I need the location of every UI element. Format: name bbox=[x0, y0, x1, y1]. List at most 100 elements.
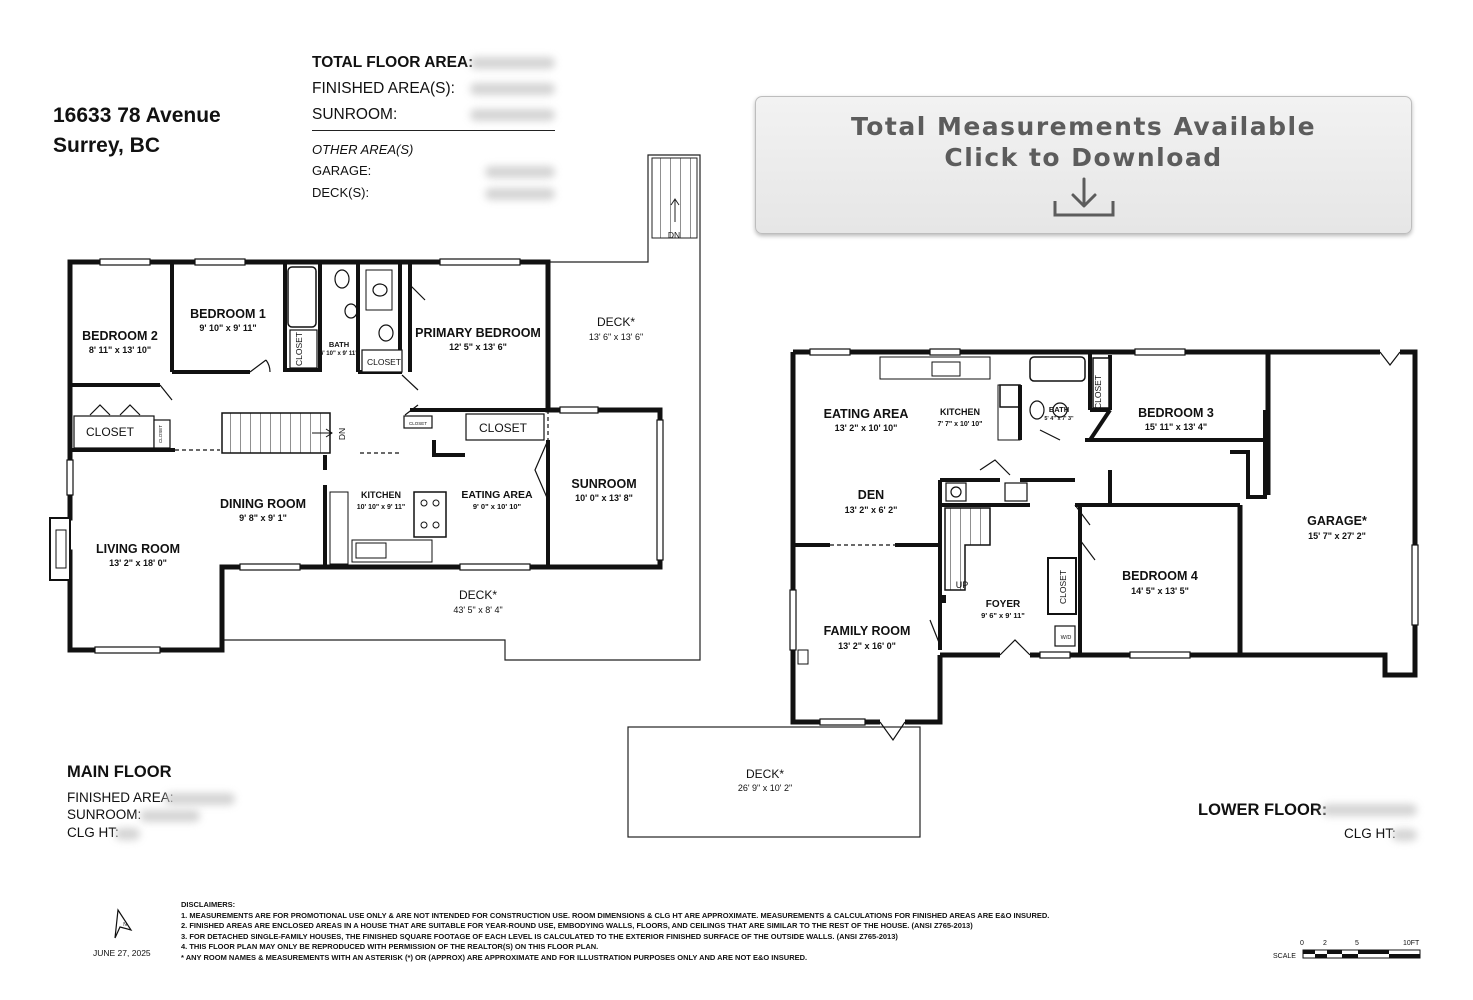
lower-deck-name: DECK* bbox=[459, 588, 497, 602]
disclaimer-line: 4. THIS FLOOR PLAN MAY ONLY BE REPRODUCE… bbox=[181, 942, 599, 951]
address-line1: 16633 78 Avenue bbox=[53, 104, 221, 127]
main-kitchen-name: KITCHEN bbox=[361, 490, 401, 500]
deck-area-label: DECK(S): bbox=[312, 185, 370, 200]
main-finished-label: FINISHED AREA: bbox=[67, 790, 174, 805]
disclaimer-line: 1. MEASUREMENTS ARE FOR PROMOTIONAL USE … bbox=[181, 910, 1050, 920]
bed4-closet-label: CLOSET bbox=[1058, 570, 1068, 604]
primary-bedroom-name: PRIMARY BEDROOM bbox=[415, 326, 541, 340]
main-floor-title: MAIN FLOOR bbox=[67, 763, 172, 781]
den-dim: 13' 2" x 6' 2" bbox=[845, 505, 898, 515]
main-clg-value-redacted bbox=[115, 828, 140, 840]
property-address: 16633 78 Avenue Surrey, BC bbox=[53, 101, 221, 161]
deck-area-value-redacted bbox=[485, 188, 555, 200]
lower-floor-title: LOWER FLOOR: bbox=[1198, 801, 1328, 819]
download-measurements-button[interactable]: Total Measurements Available Click to Do… bbox=[755, 96, 1412, 234]
north-arrow-icon: N bbox=[114, 908, 133, 939]
download-icon bbox=[1053, 177, 1114, 217]
north-label: N bbox=[123, 922, 127, 928]
lower-floor-value-redacted bbox=[1322, 804, 1417, 816]
lower-stairs-up-label: UP bbox=[956, 580, 969, 590]
main-bath-dim: 6' 10" x 9' 11" bbox=[320, 351, 358, 357]
bedroom3-dim: 15' 11" x 13' 4" bbox=[1145, 422, 1207, 432]
disclaimer-line: 3. FOR DETACHED SINGLE-FAMILY HOUSES, TH… bbox=[181, 931, 898, 941]
lower-deck-dim: 43' 5" x 8' 4" bbox=[453, 605, 502, 615]
deck-stairs-dn-label: DN bbox=[668, 230, 680, 240]
garage-name: GARAGE* bbox=[1307, 514, 1367, 528]
sunroom-dim: 10' 0" x 13' 8" bbox=[575, 493, 633, 503]
main-finished-value-redacted bbox=[165, 793, 235, 805]
scale-label: SCALE bbox=[1273, 953, 1296, 960]
main-eating-dim: 9' 0" x 10' 10" bbox=[473, 502, 522, 511]
disclaimer-title: DISCLAIMERS: bbox=[181, 900, 236, 909]
lower-bath-dim: 5' 4" x 7' 3" bbox=[1044, 416, 1074, 422]
main-clg-label: CLG HT: bbox=[67, 825, 119, 840]
scale-tick: 2 bbox=[1323, 940, 1327, 947]
banner-line1: Total Measurements Available bbox=[850, 112, 1317, 141]
scale-tick: 0 bbox=[1300, 940, 1304, 947]
main-eating-name: EATING AREA bbox=[461, 489, 533, 501]
garage-dim: 15' 7" x 27' 2" bbox=[1308, 531, 1366, 541]
family-room-dim: 13' 2" x 16' 0" bbox=[838, 641, 896, 651]
hall-closet-label: CLOSET bbox=[479, 421, 528, 435]
finished-area-value-redacted bbox=[470, 83, 555, 95]
disclaimer-line: 2. FINISHED AREAS ARE ENCLOSED AREAS IN … bbox=[181, 921, 973, 930]
lower-deck-dim: 26' 9" x 10' 2" bbox=[738, 783, 792, 793]
bedroom1-name: BEDROOM 1 bbox=[190, 307, 266, 321]
bed1-closet-label: CLOSET bbox=[294, 332, 304, 366]
finished-area-label: FINISHED AREA(S): bbox=[312, 80, 455, 97]
laundry-label: W/D bbox=[1061, 635, 1072, 641]
main-bath-name: BATH bbox=[329, 340, 349, 349]
main-floor-plan: BEDROOM 2 8' 11" x 13' 10" BEDROOM 1 9' … bbox=[49, 154, 701, 661]
family-room-name: FAMILY ROOM bbox=[824, 624, 911, 638]
bed3-closet-label: CLOSET bbox=[1093, 375, 1103, 409]
lower-bath-name: BATH bbox=[1049, 405, 1069, 414]
scale-tick: 5 bbox=[1355, 940, 1359, 947]
total-floor-area-value-redacted bbox=[470, 57, 555, 69]
lower-deck-name: DECK* bbox=[746, 767, 784, 781]
main-sunroom-value-redacted bbox=[140, 810, 200, 822]
bath-closet-label: CLOSET bbox=[367, 357, 401, 367]
main-stairs-dn-label: DN bbox=[337, 428, 347, 440]
lower-kitchen-dim: 7' 7" x 10' 10" bbox=[938, 421, 983, 428]
lower-clg-value-redacted bbox=[1392, 829, 1417, 841]
sunroom-area-label: SUNROOM: bbox=[312, 106, 398, 123]
pantry-closet-label: CLOSET bbox=[409, 421, 427, 426]
lower-kitchen-name: KITCHEN bbox=[940, 407, 980, 417]
other-areas-label: OTHER AREA(S) bbox=[312, 142, 414, 157]
total-floor-area-label: TOTAL FLOOR AREA: bbox=[312, 54, 474, 71]
lower-eating-name: EATING AREA bbox=[824, 407, 909, 421]
lower-clg-label: CLG HT: bbox=[1344, 826, 1396, 841]
bedroom2-dim: 8' 11" x 13' 10" bbox=[89, 345, 151, 355]
lower-deck-outline bbox=[627, 726, 921, 838]
garage-area-label: GARAGE: bbox=[312, 163, 372, 178]
banner-line2: Click to Download bbox=[944, 143, 1223, 172]
lower-stairs bbox=[944, 507, 991, 591]
linen-closet-label: CLOSET bbox=[158, 425, 163, 443]
upper-deck-dim: 13' 6" x 13' 6" bbox=[589, 332, 643, 342]
bedroom4-dim: 14' 5" x 13' 5" bbox=[1131, 586, 1189, 596]
disclaimer-line: * ANY ROOM NAMES & MEASUREMENTS WITH AN … bbox=[181, 952, 808, 962]
main-kitchen-dim: 10' 10" x 9' 11" bbox=[357, 504, 406, 511]
deck-stairs bbox=[651, 157, 698, 239]
lower-floor-plan: EATING AREA 13' 2" x 10' 10" KITCHEN 7' … bbox=[627, 348, 1419, 838]
bedroom2-name: BEDROOM 2 bbox=[82, 329, 158, 343]
fireplace bbox=[49, 517, 71, 581]
dining-room-dim: 9' 8" x 9' 1" bbox=[239, 513, 287, 523]
main-sunroom-label: SUNROOM: bbox=[67, 807, 142, 822]
main-closet-label: CLOSET bbox=[86, 425, 135, 439]
area-divider bbox=[312, 130, 555, 131]
upper-deck-name: DECK* bbox=[597, 315, 635, 329]
foyer-name: FOYER bbox=[986, 599, 1021, 610]
dining-room-name: DINING ROOM bbox=[220, 497, 306, 511]
main-deck-outline bbox=[222, 154, 701, 661]
scale-bar bbox=[1302, 949, 1421, 959]
den-name: DEN bbox=[858, 488, 884, 502]
bedroom1-dim: 9' 10" x 9' 11" bbox=[199, 323, 256, 333]
garage-area-value-redacted bbox=[485, 166, 555, 178]
foyer-dim: 9' 6" x 9' 11" bbox=[981, 611, 1025, 620]
disclaimers: DISCLAIMERS: 1. MEASUREMENTS ARE FOR PRO… bbox=[181, 900, 1049, 963]
lower-eating-dim: 13' 2" x 10' 10" bbox=[835, 423, 898, 433]
sunroom-area-value-redacted bbox=[470, 109, 555, 121]
bedroom4-name: BEDROOM 4 bbox=[1122, 569, 1198, 583]
